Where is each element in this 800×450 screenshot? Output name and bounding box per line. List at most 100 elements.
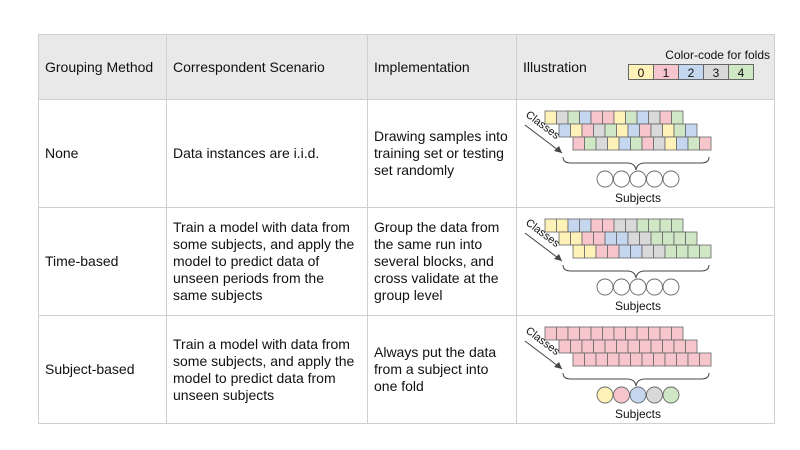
subject-circle: [662, 278, 680, 296]
sample-block: [648, 110, 661, 125]
sample-block: [613, 218, 626, 233]
sample-block: [662, 339, 675, 354]
subject-circle: [646, 278, 663, 296]
sample-block: [593, 339, 606, 354]
scenario-cell: Data instances are i.i.d.: [166, 99, 368, 208]
sample-block: [653, 136, 666, 151]
sample-block: [630, 136, 643, 151]
sample-block: [572, 352, 585, 367]
fold-swatch-2: 2: [678, 64, 704, 80]
sample-block: [625, 110, 638, 125]
sample-block: [570, 231, 583, 246]
sample-block: [685, 339, 698, 354]
sample-block: [641, 352, 654, 367]
sample-block: [556, 218, 569, 233]
header-row: Grouping Method Correspondent Scenario I…: [38, 34, 775, 100]
sample-block: [650, 231, 663, 246]
sample-block: [671, 326, 684, 341]
sample-block: [616, 231, 629, 246]
sample-block: [673, 339, 686, 354]
sample-block: [639, 123, 652, 138]
scenario-cell: Train a model with data from some subjec…: [166, 315, 368, 424]
sample-block: [595, 136, 608, 151]
scenario-cell: Train a model with data from some subjec…: [166, 207, 368, 316]
sample-block: [581, 339, 594, 354]
sample-block: [653, 352, 666, 367]
subject-circle: [662, 386, 680, 404]
subject-circle: [629, 170, 647, 188]
sample-block: [659, 110, 672, 125]
subject-circle: [596, 278, 614, 296]
classes-arrowhead: [554, 254, 562, 261]
sample-block: [699, 352, 712, 367]
sample-block: [579, 110, 592, 125]
sample-block: [556, 110, 569, 125]
classes-arrowhead: [554, 146, 562, 153]
subject-circle: [629, 278, 647, 296]
sample-block: [584, 136, 597, 151]
sample-block: [664, 136, 677, 151]
sample-block: [572, 136, 585, 151]
subject-circle: [596, 386, 614, 404]
subject-circle: [613, 170, 630, 188]
implementation-cell: Always put the data from a subject into …: [367, 315, 517, 424]
subject-circle: [613, 278, 630, 296]
sample-block: [664, 352, 677, 367]
method-cell: Subject-based: [38, 315, 167, 424]
grouping-methods-table: Grouping Method Correspondent Scenario I…: [38, 34, 775, 424]
sample-block: [593, 231, 606, 246]
scenario-text: Data instances are i.i.d.: [173, 145, 320, 161]
sample-block: [627, 231, 640, 246]
sample-block: [673, 231, 686, 246]
method-cell: None: [38, 99, 167, 208]
sample-block: [604, 339, 617, 354]
subject-circle: [596, 170, 614, 188]
implementation-text: Group the data from the same run into se…: [374, 219, 500, 303]
sample-block: [641, 244, 654, 259]
sample-block: [616, 339, 629, 354]
sample-block: [664, 244, 677, 259]
sample-block: [618, 244, 631, 259]
sample-block: [593, 123, 606, 138]
header-scenario-text: Correspondent Scenario: [173, 58, 325, 75]
sample-block: [650, 123, 663, 138]
implementation-text: Drawing samples into training set or tes…: [374, 128, 508, 178]
sample-block: [567, 110, 580, 125]
header-grouping-method: Grouping Method: [38, 34, 167, 100]
sample-block: [570, 339, 583, 354]
implementation-cell: Group the data from the same run into se…: [367, 207, 517, 316]
classes-arrow-line: [524, 124, 563, 154]
classes-arrowhead: [554, 362, 562, 369]
sample-block: [636, 218, 649, 233]
sample-block: [618, 136, 631, 151]
header-implementation-text: Implementation: [374, 58, 470, 75]
sample-block: [625, 218, 638, 233]
sample-block: [659, 326, 672, 341]
sample-block: [671, 110, 684, 125]
method-name: Time-based: [45, 253, 119, 269]
sample-block: [607, 136, 620, 151]
sample-block: [579, 218, 592, 233]
sample-block: [581, 123, 594, 138]
fold-swatch-0: 0: [628, 64, 654, 80]
sample-block: [630, 352, 643, 367]
sample-block: [648, 218, 661, 233]
sample-block: [671, 218, 684, 233]
fold-swatch-4: 4: [728, 64, 754, 80]
sample-block: [653, 244, 666, 259]
sample-block: [687, 352, 700, 367]
sample-block: [699, 244, 712, 259]
sample-block: [602, 326, 615, 341]
sample-block: [590, 218, 603, 233]
row-time-based: Time-based Train a model with data from …: [38, 207, 775, 316]
sample-block: [567, 326, 580, 341]
sample-block: [602, 218, 615, 233]
subject-circle: [662, 170, 680, 188]
sample-block: [584, 244, 597, 259]
